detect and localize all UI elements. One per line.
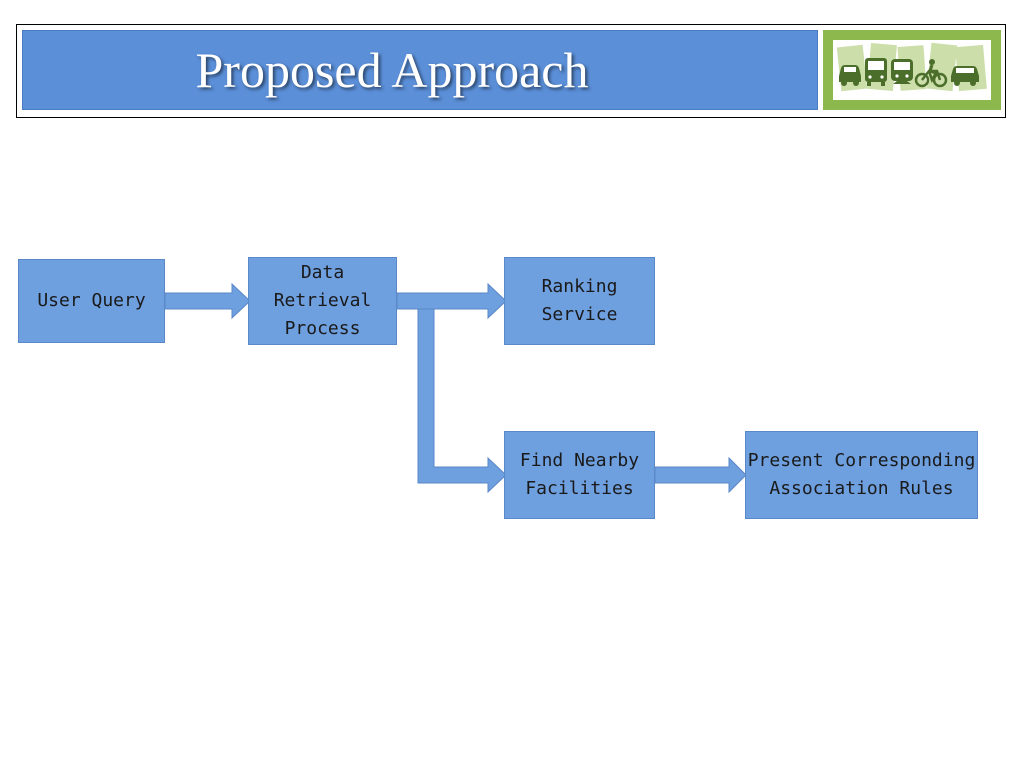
arrow-data-retrieval-to-ranking: [396, 282, 507, 320]
title-bar: Proposed Approach: [22, 30, 818, 110]
node-user-query: User Query: [18, 259, 165, 343]
train-icon: [891, 59, 913, 84]
arrow-find-nearby-to-present-rules: [654, 456, 747, 494]
bus-icon: [865, 58, 887, 86]
transport-logo: [823, 30, 1001, 110]
slide-title: Proposed Approach: [195, 42, 589, 98]
bicycle-icon: [914, 59, 948, 88]
node-present-association-rules: Present Corresponding Association Rules: [745, 431, 978, 519]
node-ranking-service: Ranking Service: [504, 257, 655, 345]
car-icon: [839, 65, 861, 86]
title-frame: [16, 24, 1006, 118]
arrow-data-retrieval-to-find-nearby: [417, 308, 507, 494]
node-data-retrieval-process: Data Retrieval Process: [248, 257, 397, 345]
car-icon: [951, 66, 979, 86]
logo-inner: [833, 40, 991, 100]
arrow-user-query-to-data-retrieval: [164, 282, 251, 320]
node-find-nearby-facilities: Find Nearby Facilities: [504, 431, 655, 519]
